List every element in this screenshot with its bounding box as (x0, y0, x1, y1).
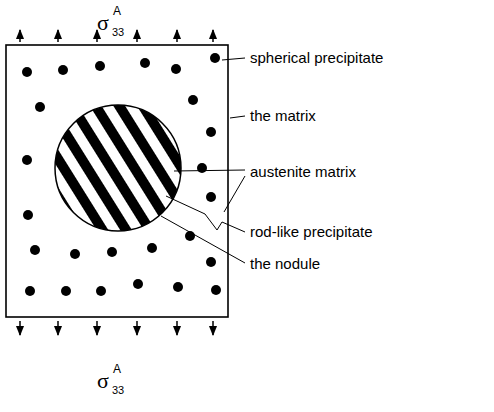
nodule (55, 105, 181, 231)
stress-subscript: 33 (112, 27, 124, 38)
stress-arrows (20, 30, 213, 335)
leader-lines (161, 58, 245, 263)
stress-symbol: σ (97, 12, 109, 34)
callout-label: rod-like precipitate (250, 224, 373, 239)
stress-subscript: 33 (112, 385, 124, 396)
stress-superscript: A (113, 5, 121, 17)
callout-label: austenite matrix (250, 164, 356, 179)
spherical-precipitates (22, 53, 221, 296)
matrix-box (6, 45, 228, 317)
stress-symbol: σ (97, 370, 109, 392)
callout-label: the nodule (250, 256, 320, 271)
stress-superscript: A (113, 363, 121, 375)
callout-label: spherical precipitate (250, 50, 383, 65)
callout-label: the matrix (250, 108, 316, 123)
